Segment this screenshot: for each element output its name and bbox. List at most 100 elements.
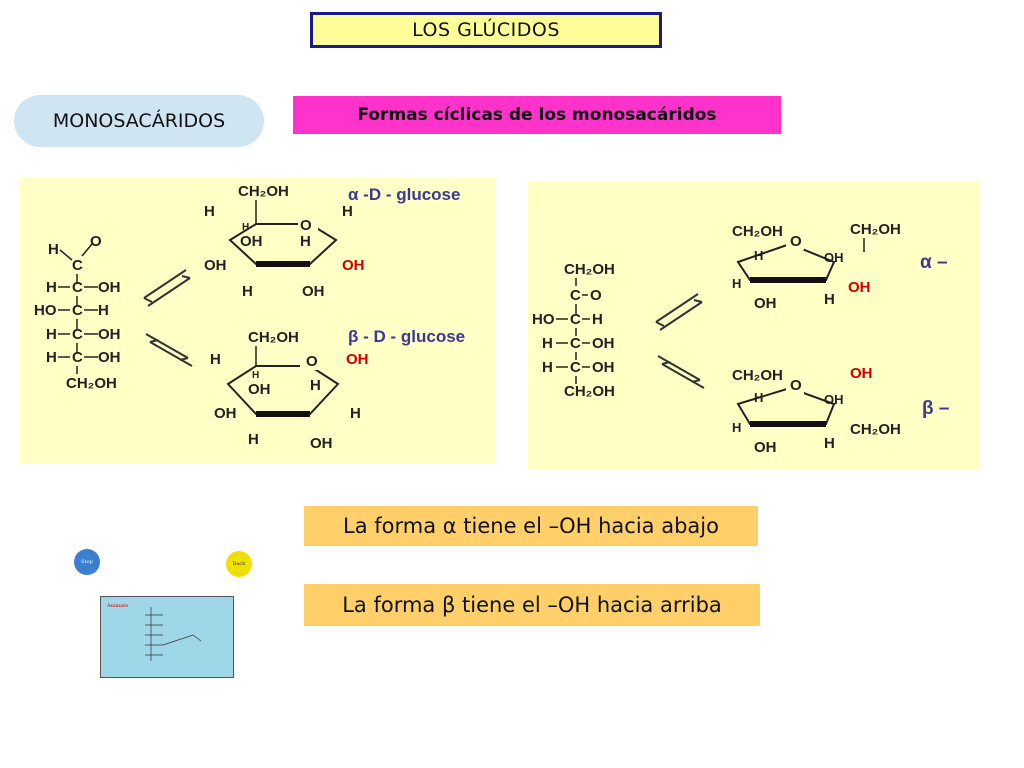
svg-text:H: H xyxy=(350,405,361,422)
svg-text:CH₂OH: CH₂OH xyxy=(732,223,783,240)
svg-text:H: H xyxy=(342,203,353,220)
svg-text:CH₂OH: CH₂OH xyxy=(564,261,615,278)
svg-text:OH: OH xyxy=(848,279,871,296)
page-title-text: LOS GLÚCIDOS xyxy=(412,19,560,41)
svg-text:H: H xyxy=(824,291,835,308)
svg-text:H: H xyxy=(46,326,57,343)
fructose-open-chain: CH₂OH C O HO C H H C OH H C OH CH₂OH xyxy=(532,261,615,400)
section-pill: MONOSACÁRIDOS xyxy=(14,95,264,147)
svg-text:H: H xyxy=(732,420,741,435)
page-title: LOS GLÚCIDOS xyxy=(310,12,662,48)
alpha-note: La forma α tiene el –OH hacia abajo xyxy=(304,506,758,546)
svg-text:OH: OH xyxy=(98,326,121,343)
svg-text:H: H xyxy=(98,302,109,319)
svg-text:H: H xyxy=(824,435,835,452)
svg-text:H: H xyxy=(252,370,259,381)
svg-text:C: C xyxy=(72,349,83,366)
svg-text:OH: OH xyxy=(248,381,271,398)
svg-text:OH: OH xyxy=(98,349,121,366)
svg-text:H: H xyxy=(46,349,57,366)
subtitle-banner: Formas cíclicas de los monosacáridos xyxy=(293,96,781,134)
alpha-fructose-ring: CH₂OH CH₂OH O H OH H OH OH H α – xyxy=(732,221,948,312)
thumbnail-molecule xyxy=(145,607,202,661)
back-button[interactable]: Back xyxy=(226,551,252,577)
svg-text:OH: OH xyxy=(754,295,777,312)
svg-text:C: C xyxy=(72,279,83,296)
svg-text:C: C xyxy=(72,326,83,343)
subtitle-text: Formas cíclicas de los monosacáridos xyxy=(357,105,717,125)
equilibrium-arrows-bottom xyxy=(657,355,705,389)
svg-text:OH: OH xyxy=(824,392,844,407)
svg-text:H: H xyxy=(310,377,321,394)
svg-text:O: O xyxy=(300,217,312,234)
svg-text:OH: OH xyxy=(302,283,325,300)
svg-text:O: O xyxy=(790,377,802,394)
svg-text:H: H xyxy=(48,241,59,258)
svg-text:H: H xyxy=(46,279,57,296)
svg-text:HO: HO xyxy=(34,302,57,319)
glucose-diagram: H C O H C OH HO C H H C OH H C xyxy=(34,183,465,452)
svg-text:OH: OH xyxy=(592,359,615,376)
fructose-diagram: CH₂OH C O HO C H H C OH H C OH CH₂OH xyxy=(532,221,949,456)
equilibrium-arrows-bottom xyxy=(145,333,193,367)
svg-text:C: C xyxy=(72,257,83,274)
svg-text:OH: OH xyxy=(98,279,121,296)
svg-text:OH: OH xyxy=(850,365,873,382)
svg-text:C: C xyxy=(570,311,581,328)
svg-text:H: H xyxy=(210,351,221,368)
svg-text:C: C xyxy=(72,302,83,319)
beta-glucose-ring: β - D - glucose CH₂OH O OH H H OH H OH H… xyxy=(210,327,465,452)
svg-text:H: H xyxy=(300,233,311,250)
svg-text:OH: OH xyxy=(342,257,365,274)
svg-text:OH: OH xyxy=(240,233,263,250)
glucose-open-chain: H C O H C OH HO C H H C OH H C xyxy=(34,233,121,392)
alpha-glucose-ring: α -D - glucose CH₂OH O H H H OH H OH OH … xyxy=(204,183,460,300)
alpha-fructose-label: α – xyxy=(920,252,948,273)
svg-text:H: H xyxy=(248,431,259,448)
svg-text:C: C xyxy=(570,359,581,376)
alpha-note-text: La forma α tiene el –OH hacia abajo xyxy=(343,514,719,538)
equilibrium-arrows-top xyxy=(655,293,703,331)
equilibrium-arrows-top xyxy=(143,269,191,307)
svg-text:H: H xyxy=(242,222,249,233)
svg-text:OH: OH xyxy=(204,257,227,274)
stop-button[interactable]: Stop xyxy=(74,549,100,575)
stop-button-label: Stop xyxy=(81,559,93,565)
svg-text:OH: OH xyxy=(214,405,237,422)
svg-text:OH: OH xyxy=(592,335,615,352)
beta-glucose-label: β - D - glucose xyxy=(348,327,465,346)
svg-text:OH: OH xyxy=(310,435,333,452)
svg-text:H: H xyxy=(732,276,741,291)
svg-text:O: O xyxy=(306,353,318,370)
svg-text:H: H xyxy=(754,248,763,263)
back-button-label: Back xyxy=(232,561,246,567)
svg-text:H: H xyxy=(542,335,553,352)
svg-text:OH: OH xyxy=(346,351,369,368)
svg-text:H: H xyxy=(242,283,253,300)
svg-text:O: O xyxy=(590,287,602,304)
svg-text:OH: OH xyxy=(754,439,777,456)
beta-fructose-label: β – xyxy=(922,398,949,419)
svg-text:CH₂OH: CH₂OH xyxy=(850,421,901,438)
svg-text:C: C xyxy=(570,287,581,304)
svg-text:CH₂OH: CH₂OH xyxy=(850,221,901,238)
fructose-panel: CH₂OH C O HO C H H C OH H C OH CH₂OH xyxy=(528,182,980,470)
svg-text:O: O xyxy=(790,233,802,250)
animate-label: Animate xyxy=(107,603,129,609)
svg-text:OH: OH xyxy=(824,250,844,265)
svg-text:C: C xyxy=(570,335,581,352)
svg-text:H: H xyxy=(754,390,763,405)
svg-text:CH₂OH: CH₂OH xyxy=(66,375,117,392)
animation-thumbnail: Animate xyxy=(100,596,234,678)
svg-text:CH₂OH: CH₂OH xyxy=(732,367,783,384)
svg-text:CH₂OH: CH₂OH xyxy=(238,183,289,200)
glucose-panel: H C O H C OH HO C H H C OH H C xyxy=(20,178,496,464)
svg-text:O: O xyxy=(90,233,102,250)
svg-text:H: H xyxy=(204,203,215,220)
svg-text:HO: HO xyxy=(532,311,555,328)
svg-text:CH₂OH: CH₂OH xyxy=(564,383,615,400)
beta-note-text: La forma β tiene el –OH hacia arriba xyxy=(342,593,722,617)
beta-note: La forma β tiene el –OH hacia arriba xyxy=(304,584,760,626)
alpha-glucose-label: α -D - glucose xyxy=(348,185,460,204)
svg-text:CH₂OH: CH₂OH xyxy=(248,329,299,346)
